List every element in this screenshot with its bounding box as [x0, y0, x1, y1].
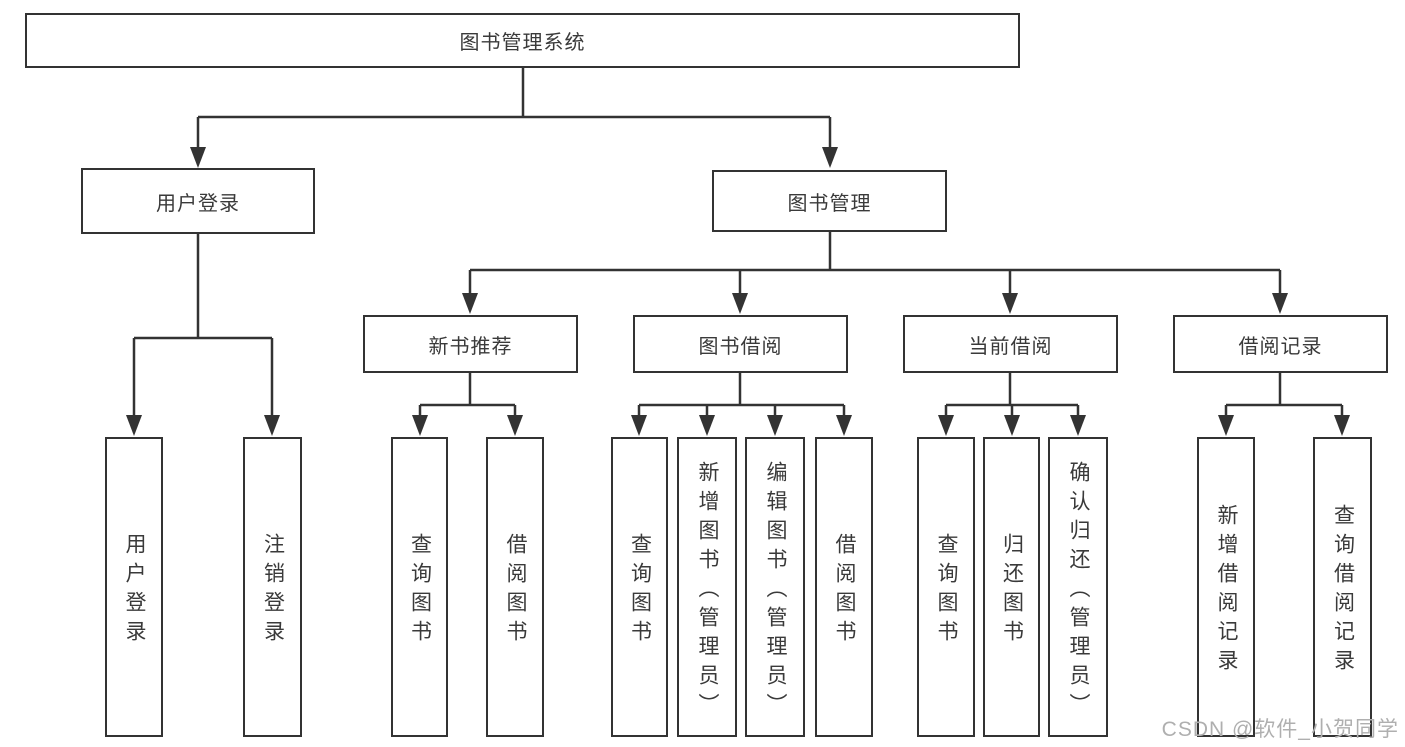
node-borrowing-records: 借阅记录	[1173, 315, 1388, 373]
node-label: 查询图书	[408, 533, 432, 649]
leaf-borrow-books: 借阅图书	[815, 437, 873, 737]
leaf-user-login: 用户登录	[105, 437, 163, 737]
node-label: 图书管理	[787, 192, 872, 215]
node-book-management: 图书管理	[712, 170, 947, 232]
node-label: 确认归还（管理员）	[1067, 460, 1090, 722]
node-label: 查询图书	[935, 533, 958, 649]
node-book-borrowing: 图书借阅	[633, 315, 848, 373]
node-label: 新增借阅记录	[1215, 504, 1238, 678]
node-label: 查询借阅记录	[1331, 504, 1355, 678]
node-label: 新增图书（管理员）	[696, 460, 719, 722]
node-label: 归还图书	[1000, 533, 1024, 649]
node-label: 注销登录	[261, 533, 285, 649]
node-new-book-recommendation: 新书推荐	[363, 315, 578, 373]
node-label: 借阅记录	[1238, 335, 1323, 358]
leaf-query-books-borrowing: 查询图书	[611, 437, 668, 737]
node-current-borrowing: 当前借阅	[903, 315, 1118, 373]
node-label: 借阅图书	[504, 533, 527, 649]
leaf-add-borrow-record: 新增借阅记录	[1197, 437, 1255, 737]
node-label: 图书管理系统	[459, 32, 586, 54]
node-label: 新书推荐	[428, 335, 513, 358]
node-label: 编辑图书（管理员）	[764, 460, 787, 722]
node-label: 查询图书	[628, 533, 652, 649]
leaf-edit-books-admin: 编辑图书（管理员）	[745, 437, 805, 737]
csdn-watermark: CSDN @软件_小贺同学	[1161, 718, 1399, 741]
node-label: 用户登录	[123, 533, 146, 649]
leaf-query-books-recommend: 查询图书	[391, 437, 448, 737]
leaf-add-books-admin: 新增图书（管理员）	[677, 437, 737, 737]
leaf-query-borrow-record: 查询借阅记录	[1313, 437, 1372, 737]
node-label: 当前借阅	[968, 335, 1053, 358]
node-label: 借阅图书	[833, 533, 856, 649]
leaf-logout: 注销登录	[243, 437, 302, 737]
node-label: 图书借阅	[698, 335, 783, 358]
leaf-query-books-current: 查询图书	[917, 437, 975, 737]
node-library-management-system: 图书管理系统	[25, 13, 1020, 68]
leaf-return-books: 归还图书	[983, 437, 1040, 737]
node-label: 用户登录	[156, 192, 240, 215]
leaf-borrow-books-recommend: 借阅图书	[486, 437, 544, 737]
node-user-login: 用户登录	[81, 168, 315, 234]
leaf-confirm-return-admin: 确认归还（管理员）	[1048, 437, 1108, 737]
